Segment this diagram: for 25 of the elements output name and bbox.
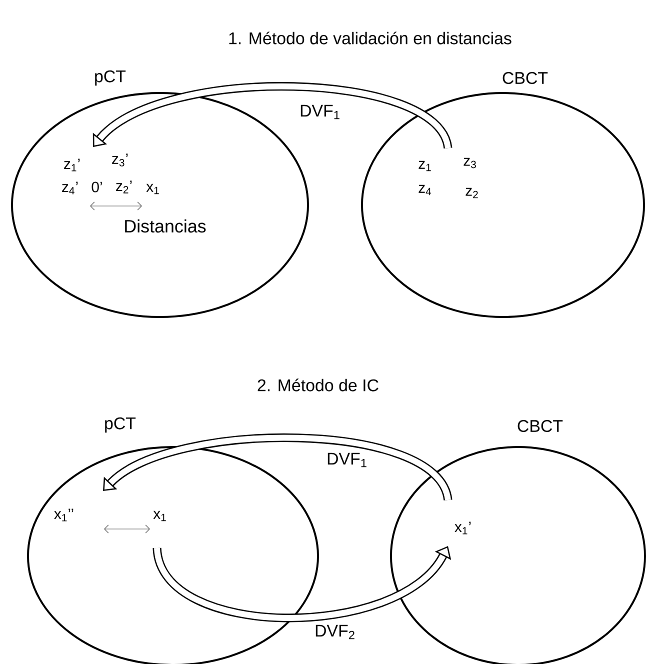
edge-label: DVF$_{2}$: [314, 624, 356, 640]
point-label: z$_{1}$’: [64, 158, 80, 172]
point-label: x$_{1}$: [146, 184, 159, 194]
point-label: 0’: [92, 182, 102, 192]
node-label: CBCT: [518, 420, 563, 432]
point-label: z$_{3}$: [464, 158, 476, 168]
hollow-arrow: [103, 434, 452, 502]
point-label: x$_{1}$: [153, 510, 166, 522]
point-label: z$_{4}$: [418, 184, 432, 196]
distance-label: Distancias: [125, 219, 206, 233]
edge-label: DVF$_{1}$: [326, 452, 368, 468]
section-title: 2. Método de IC: [258, 378, 378, 392]
point-label: z$_{4}$’: [62, 182, 78, 194]
point-label: z$_{2}$: [466, 188, 478, 198]
point-label: z$_{1}$: [418, 160, 431, 172]
point-label: x$_{1}$’: [454, 522, 471, 534]
node-label: pCT: [95, 70, 126, 86]
point-label: z$_{2}$’: [116, 180, 132, 194]
node-label: pCT: [105, 417, 136, 433]
point-label: z$_{3}$’: [112, 154, 128, 166]
point-label: x$_{1}$’’: [54, 508, 74, 522]
section-title: 1. Método de validación en distancias: [229, 32, 512, 44]
node-label: CBCT: [502, 72, 548, 84]
hollow-arrow: [92, 82, 452, 150]
edge-label: DVF$_{1}$: [298, 104, 342, 120]
